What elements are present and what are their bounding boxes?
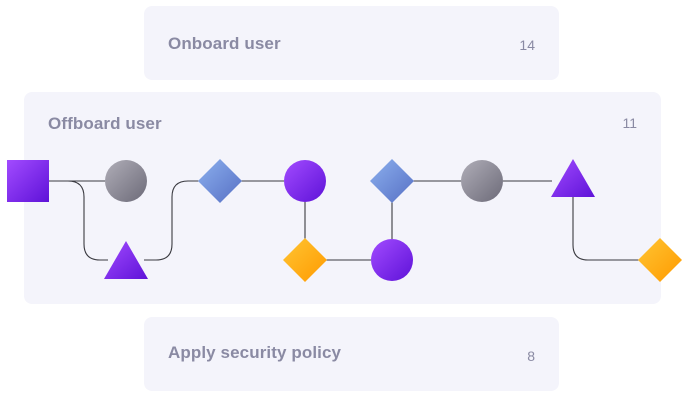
- workflow-card-onboard[interactable]: Onboard user 14: [144, 6, 559, 80]
- connector-line: [572, 196, 639, 261]
- connector-line: [144, 180, 199, 261]
- triangle-node: [551, 159, 595, 197]
- connector-lines: [49, 180, 639, 261]
- triangle-node: [104, 241, 148, 279]
- circle-node: [371, 239, 413, 281]
- connector-line: [49, 180, 108, 261]
- workflow-count: 8: [527, 348, 535, 364]
- workflow-count: 11: [622, 115, 637, 131]
- square-node: [7, 160, 49, 202]
- circle-node: [284, 160, 326, 202]
- diamond-node: [198, 159, 242, 203]
- workflow-card-policy[interactable]: Apply security policy 8: [144, 317, 559, 391]
- workflow-count: 14: [519, 37, 535, 53]
- workflow-title: Onboard user: [168, 34, 281, 53]
- diamond-node: [638, 238, 682, 282]
- circle-node: [105, 160, 147, 202]
- workflow-title: Offboard user: [48, 114, 162, 133]
- diamond-node: [370, 159, 414, 203]
- diamond-node: [283, 238, 327, 282]
- circle-node: [461, 160, 503, 202]
- workflow-title: Apply security policy: [168, 343, 342, 362]
